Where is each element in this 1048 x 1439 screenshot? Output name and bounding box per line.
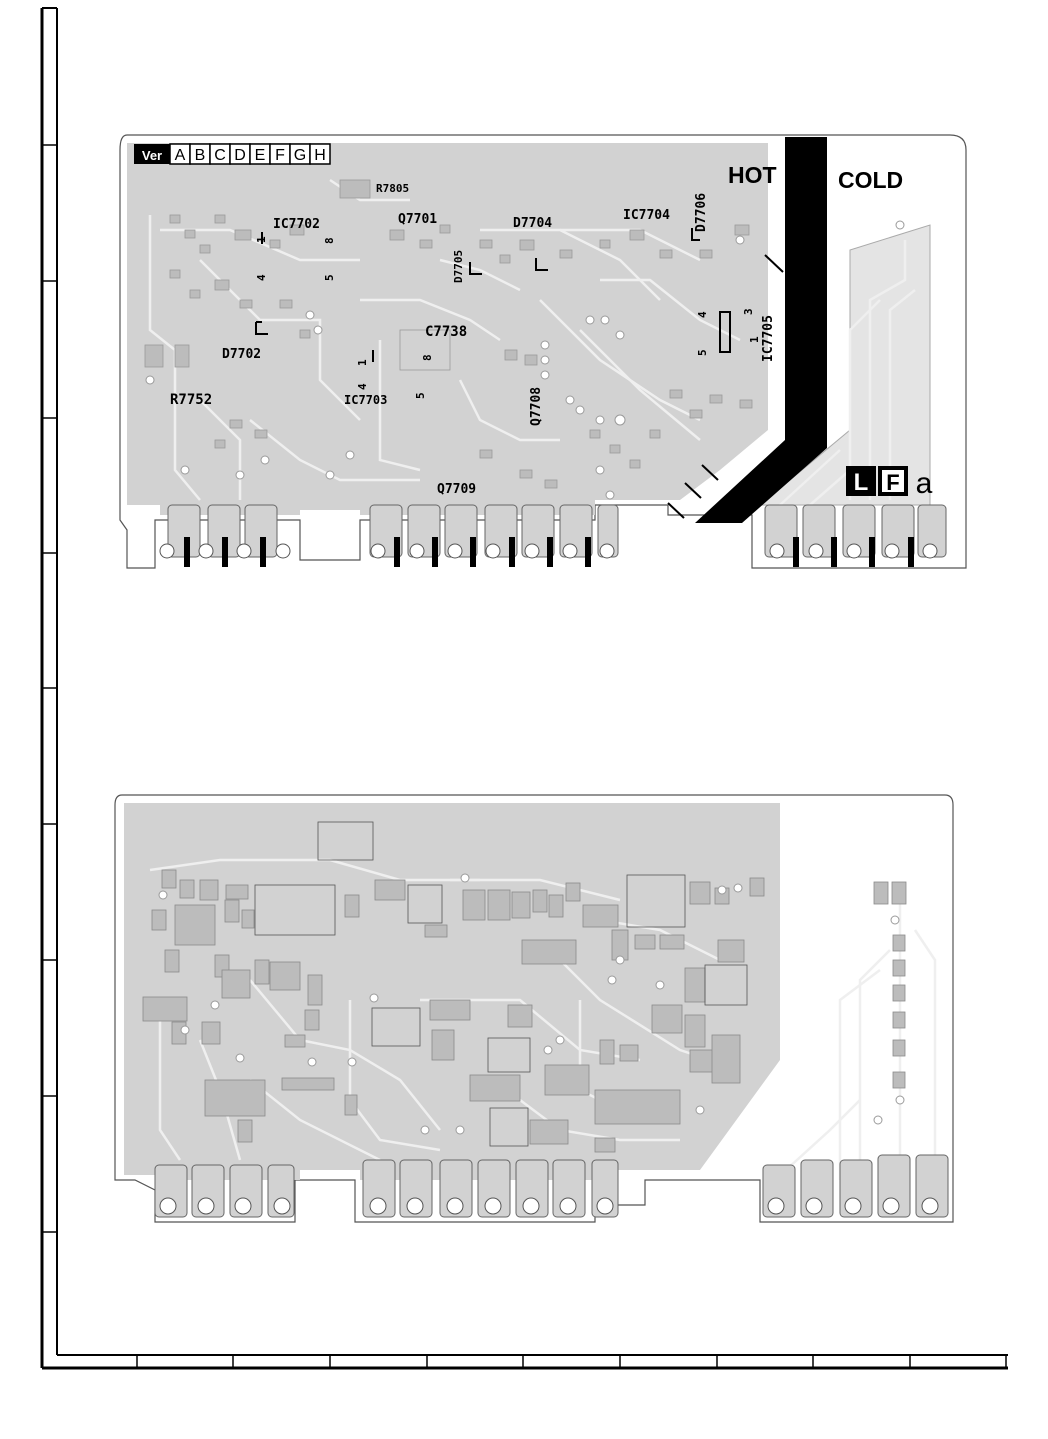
part-r7805: R7805: [376, 182, 409, 195]
pin-ic7705-5: 5: [696, 349, 709, 356]
part-r7752: R7752: [170, 392, 212, 408]
lfa-badge: L F a: [846, 466, 933, 500]
top-connector-pads: [159, 504, 947, 567]
part-ic7704: IC7704: [623, 208, 670, 223]
sheet-frame: [40, 7, 1008, 1370]
version-letter-d: D: [234, 147, 246, 164]
pin-ic7702-8: 8: [323, 237, 336, 244]
bottom-connector-pads: [154, 1154, 949, 1218]
part-q7701: Q7701: [398, 212, 437, 227]
bottom-board: [114, 794, 954, 1223]
top-vias: [145, 220, 905, 500]
part-d7704: D7704: [513, 216, 552, 231]
cold-label: COLD: [838, 167, 903, 193]
pin-ic7702-5: 5: [323, 274, 336, 281]
version-letter-h: H: [314, 147, 326, 164]
part-d7706: D7706: [694, 193, 709, 232]
pin-ic7703-4: 4: [356, 383, 369, 390]
part-c7738: C7738: [425, 324, 467, 340]
part-ic7705: IC7705: [761, 315, 776, 362]
top-component-pads: [144, 179, 753, 489]
version-letter-g: G: [294, 147, 306, 164]
top-copper-area: [127, 143, 768, 515]
pin-ic7705-4: 4: [696, 311, 709, 318]
part-q7709: Q7709: [437, 482, 476, 497]
pin-labels: 1 8 4 5 1 8 4 5 4 3 5 1: [255, 236, 761, 399]
badge-f: F: [886, 470, 899, 495]
part-ic7702: IC7702: [273, 217, 320, 232]
isolation-barrier: [695, 137, 827, 523]
version-letter-b: B: [195, 147, 206, 164]
pin-ic7703-8: 8: [421, 354, 434, 361]
version-letter-e: E: [255, 147, 266, 164]
top-board: Ver A B C D E F G H HOT COLD L F: [119, 134, 967, 569]
version-bar: Ver A B C D E F G H: [134, 143, 331, 165]
version-letter-f: F: [275, 147, 285, 164]
part-d7705: D7705: [452, 250, 465, 283]
pin-ic7705-3: 3: [742, 308, 755, 315]
pin-ic7705-1: 1: [748, 336, 761, 343]
part-ic7703: IC7703: [344, 393, 387, 407]
part-labels: R7805 IC7702 Q7701 D7704 IC7704 D7706 D7…: [170, 182, 776, 497]
version-letter-a: A: [175, 147, 186, 164]
pin-ic7702-4: 4: [255, 274, 268, 281]
version-letter-c: C: [214, 147, 226, 164]
badge-suffix: a: [916, 467, 933, 500]
version-prefix: Ver: [142, 148, 162, 163]
isolation-slots: [667, 254, 784, 519]
top-outline-marks: [255, 228, 731, 362]
pin-ic7703-1: 1: [356, 359, 369, 366]
part-d7702: D7702: [222, 347, 261, 362]
badge-l: L: [854, 469, 869, 496]
pin-ic7703-5: 5: [414, 392, 427, 399]
bottom-vias: [158, 873, 905, 1135]
part-q7708: Q7708: [529, 387, 544, 426]
pin-ic7702-1: 1: [255, 236, 268, 243]
hot-label: HOT: [728, 162, 777, 188]
